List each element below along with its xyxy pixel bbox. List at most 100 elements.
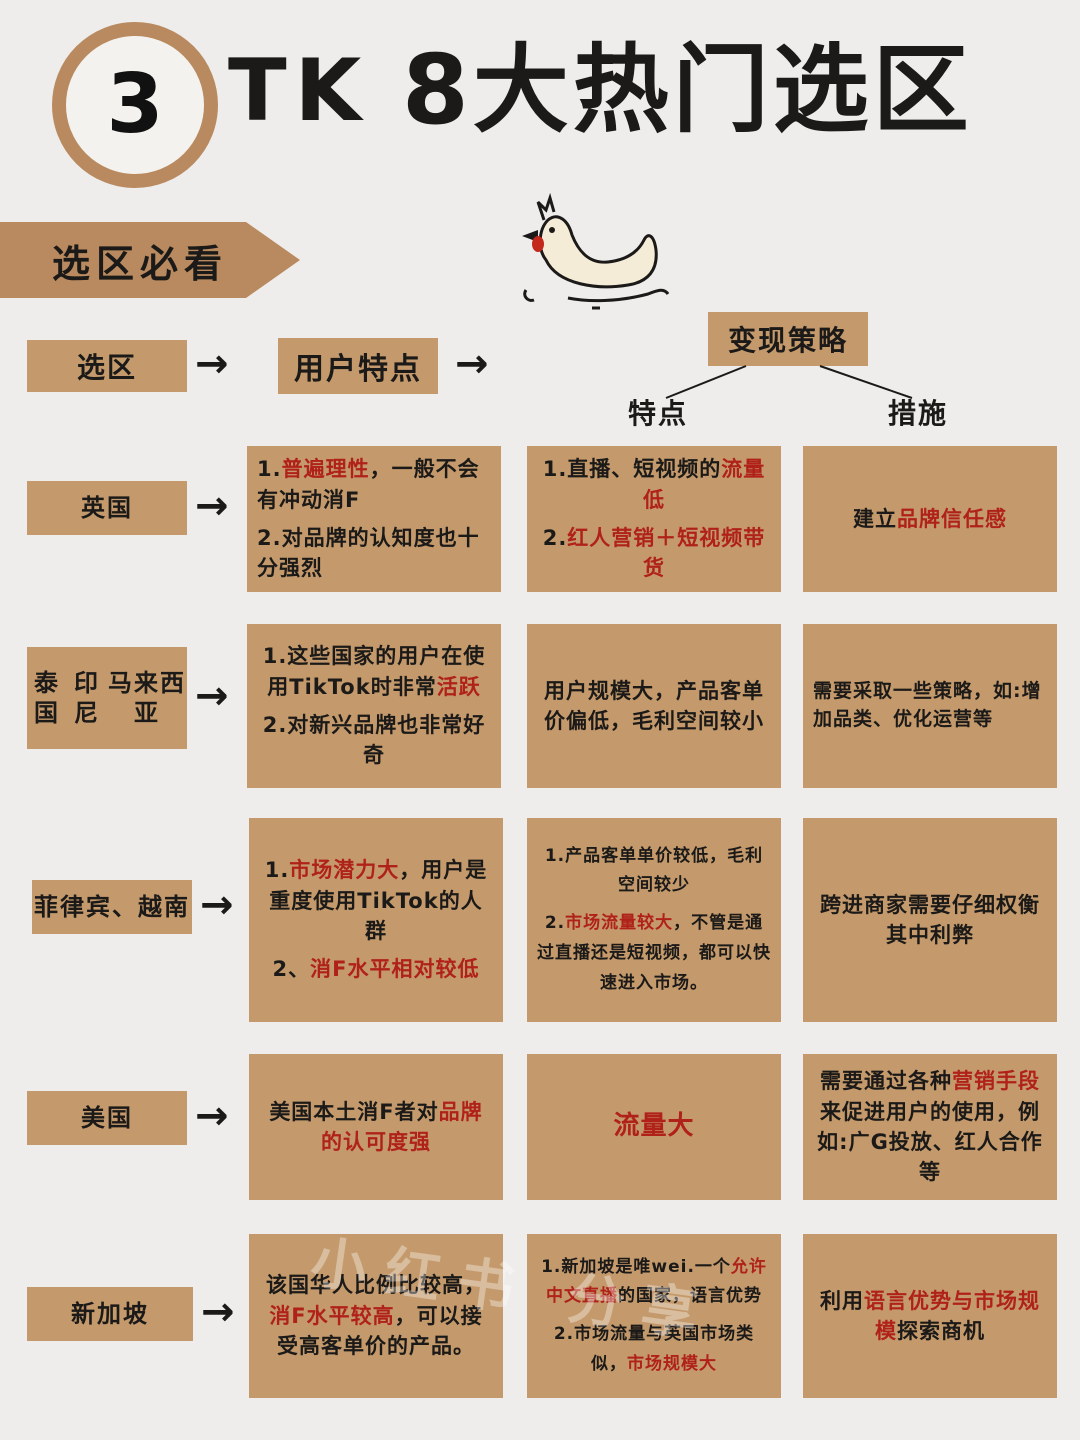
country-label: 菲律宾、越南 bbox=[32, 880, 192, 934]
step-number: 3 bbox=[106, 57, 164, 152]
strategy-measures-paragraph: 利用语言优势与市场规模探索商机 bbox=[813, 1286, 1047, 1347]
body-text: 的国家，语言优势 bbox=[618, 1286, 762, 1307]
body-text: 来促进用户的使用，例如:广G投放、红人合作等 bbox=[817, 1099, 1043, 1185]
body-text: 该国华人比例比较高， bbox=[266, 1273, 486, 1298]
user-traits-paragraph: 2.对新兴品牌也非常好奇 bbox=[257, 710, 491, 771]
body-text: 需要采取一些策略，如:增加品类、优化运营等 bbox=[813, 680, 1042, 730]
user-traits-paragraph: 美国本土消F者对品牌的认可度强 bbox=[259, 1097, 493, 1158]
country-label: 新加坡 bbox=[27, 1287, 193, 1341]
strategy-features-paragraph: 1.新加坡是唯wei.一个允许中文直播的国家，语言优势 bbox=[537, 1253, 771, 1313]
arrow-right-icon: → bbox=[200, 882, 234, 928]
body-text: 1.产品客单单价较低，毛利空间较少 bbox=[544, 845, 764, 896]
strategy-features-paragraph: 2.市场流量较大，不管是通过直播还是短视频，都可以快速进入市场。 bbox=[537, 909, 771, 998]
body-text: 用户规模大，产品客单价偏低，毛利空间较小 bbox=[544, 678, 764, 733]
user-traits-paragraph: 2、消F水平相对较低 bbox=[259, 954, 493, 984]
arrow-right-icon: → bbox=[195, 341, 229, 387]
body-text: 2.对新兴品牌也非常好奇 bbox=[262, 713, 486, 768]
user-traits-paragraph: 1.普遍理性，一般不会有冲动消F bbox=[257, 454, 491, 515]
country-name: 美国 bbox=[81, 1104, 133, 1132]
column-header-strategy: 变现策略 bbox=[708, 312, 868, 366]
strategy-measures-paragraph: 建立品牌信任感 bbox=[813, 504, 1047, 534]
country-label: 美国 bbox=[27, 1091, 187, 1145]
body-text: 2.市场流量与英国市场类似， bbox=[553, 1324, 755, 1374]
highlight-text: 流量大 bbox=[613, 1111, 695, 1142]
user-traits-cell: 1.市场潜力大，用户是重度使用TikTok的人群 2、消F水平相对较低 bbox=[249, 818, 503, 1022]
strategy-features-paragraph: 2.市场流量与英国市场类似，市场规模大 bbox=[537, 1320, 771, 1380]
user-traits-paragraph: 2.对品牌的认知度也十分强烈 bbox=[257, 523, 491, 584]
banner-label: 选区必看 bbox=[52, 241, 229, 286]
strategy-features-cell: 用户规模大，产品客单价偏低，毛利空间较小 bbox=[527, 624, 781, 788]
column-header-users: 用户特点 bbox=[278, 338, 438, 394]
highlight-text: 营销手段 bbox=[952, 1069, 1040, 1094]
strategy-measures-cell: 建立品牌信任感 bbox=[803, 446, 1057, 592]
column-header-region-label: 选区 bbox=[76, 351, 137, 384]
strategy-measures-cell: 跨进商家需要仔细权衡其中利弊 bbox=[803, 818, 1057, 1022]
highlight-text: 活跃 bbox=[436, 674, 481, 699]
body-text: 1.直播、短视频的 bbox=[542, 457, 722, 482]
strategy-measures-cell: 利用语言优势与市场规模探索商机 bbox=[803, 1234, 1057, 1398]
section-banner: 选区必看 bbox=[0, 222, 300, 298]
body-text: 建立 bbox=[853, 506, 897, 531]
body-text: 利用 bbox=[820, 1288, 864, 1313]
body-text: 跨进商家需要仔细权衡其中利弊 bbox=[820, 892, 1040, 947]
column-header-measures: 措施 bbox=[888, 397, 949, 430]
body-text: 2. bbox=[544, 913, 566, 934]
column-header-features: 特点 bbox=[628, 397, 689, 430]
arrow-right-icon: → bbox=[195, 1093, 229, 1139]
strategy-features-cell: 1.新加坡是唯wei.一个允许中文直播的国家，语言优势 2.市场流量与英国市场类似… bbox=[527, 1234, 781, 1398]
country-name: 新加坡 bbox=[71, 1300, 149, 1328]
arrow-right-icon: → bbox=[195, 483, 229, 529]
step-number-circle: 3 bbox=[52, 22, 218, 188]
body-text: 2.对品牌的认知度也十分强烈 bbox=[257, 526, 480, 581]
strategy-features-paragraph: 流量大 bbox=[537, 1108, 771, 1146]
user-traits-cell: 美国本土消F者对品牌的认可度强 bbox=[249, 1054, 503, 1200]
highlight-text: 消F水平相对较低 bbox=[310, 957, 480, 982]
body-text: ，不管是通过直播还是短视频，都可以快速进入市场。 bbox=[537, 913, 771, 993]
column-header-region: 选区 bbox=[27, 340, 187, 392]
country-name: 马来西亚 bbox=[108, 669, 186, 727]
user-traits-cell: 1.这些国家的用户在使用TikTok时非常活跃 2.对新兴品牌也非常好奇 bbox=[247, 624, 501, 788]
body-text: 1. bbox=[264, 858, 290, 883]
body-text: 美国本土消F者对 bbox=[269, 1099, 439, 1124]
country-label: 英国 bbox=[27, 481, 187, 535]
highlight-text: 市场潜力大 bbox=[289, 858, 400, 883]
highlight-text: 语言优势与市场规模 bbox=[864, 1288, 1040, 1343]
country-name: 泰国 bbox=[34, 669, 60, 727]
title-tk: TK bbox=[228, 41, 370, 141]
strategy-features-cell: 1.产品客单单价较低，毛利空间较少 2.市场流量较大，不管是通过直播还是短视频，都… bbox=[527, 818, 781, 1022]
body-text: 1. bbox=[257, 457, 282, 482]
highlight-text: 消F水平较高 bbox=[269, 1303, 395, 1328]
user-traits-cell: 该国华人比例比较高，消F水平较高，可以接受高客单价的产品。 bbox=[249, 1234, 503, 1398]
strategy-measures-paragraph: 需要通过各种营销手段来促进用户的使用，例如:广G投放、红人合作等 bbox=[813, 1066, 1047, 1188]
strategy-features-paragraph: 2.红人营销＋短视频带货 bbox=[537, 523, 771, 584]
highlight-text: 品牌的认可度强 bbox=[321, 1099, 483, 1154]
country-name: 菲律宾、越南 bbox=[34, 893, 190, 921]
strategy-features-paragraph: 1.产品客单单价较低，毛利空间较少 bbox=[537, 842, 771, 902]
user-traits-paragraph: 1.市场潜力大，用户是重度使用TikTok的人群 bbox=[259, 855, 493, 946]
body-text: ，一般不会有冲动消F bbox=[257, 457, 480, 512]
country-label: 泰国印尼马来西亚 bbox=[27, 647, 187, 749]
chicken-illustration bbox=[522, 192, 670, 310]
strategy-features-paragraph: 用户规模大，产品客单价偏低，毛利空间较小 bbox=[537, 676, 771, 737]
highlight-text: 普遍理性 bbox=[281, 457, 370, 482]
body-text: 2、 bbox=[272, 957, 311, 982]
body-text: 1.这些国家的用户在使用TikTok时非常 bbox=[262, 644, 486, 699]
body-text: 2. bbox=[542, 526, 568, 550]
strategy-measures-cell: 需要通过各种营销手段来促进用户的使用，例如:广G投放、红人合作等 bbox=[803, 1054, 1057, 1200]
highlight-text: 流量低 bbox=[643, 457, 766, 512]
highlight-text: 市场规模大 bbox=[627, 1353, 717, 1374]
strategy-features-cell: 1.直播、短视频的流量低 2.红人营销＋短视频带货 bbox=[527, 446, 781, 592]
column-header-users-label: 用户特点 bbox=[294, 352, 422, 387]
arrow-right-icon: → bbox=[455, 341, 489, 387]
highlight-text: 品牌信任感 bbox=[897, 506, 1007, 531]
user-traits-paragraph: 1.这些国家的用户在使用TikTok时非常活跃 bbox=[257, 641, 491, 702]
strategy-measures-paragraph: 需要采取一些策略，如:增加品类、优化运营等 bbox=[813, 678, 1047, 733]
body-text: 需要通过各种 bbox=[820, 1069, 952, 1094]
user-traits-paragraph: 该国华人比例比较高，消F水平较高，可以接受高客单价的产品。 bbox=[259, 1270, 493, 1361]
strategy-branch-lines bbox=[665, 365, 913, 399]
country-name: 印尼 bbox=[74, 669, 100, 727]
body-text: 1.新加坡是唯wei.一个 bbox=[541, 1256, 731, 1277]
column-header-strategy-label: 变现策略 bbox=[727, 324, 848, 357]
arrow-right-icon: → bbox=[195, 673, 229, 719]
highlight-text: 市场流量较大 bbox=[565, 913, 674, 934]
